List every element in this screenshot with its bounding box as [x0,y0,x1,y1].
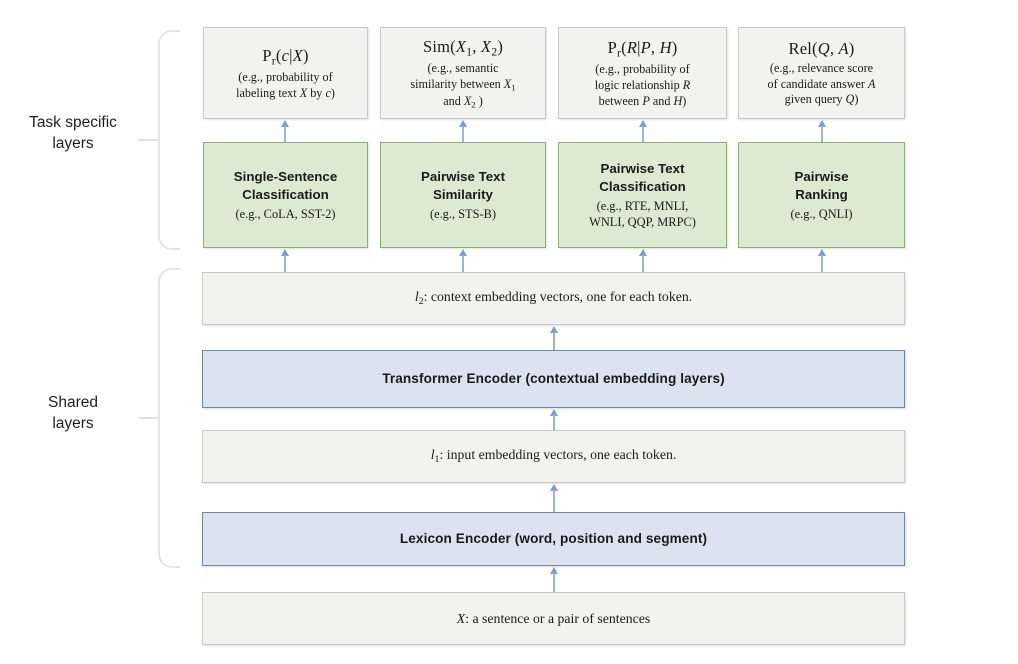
output-box-title: Rel(Q, A) [788,39,855,59]
brace-task-specific-layers [138,30,180,250]
shared-layer-transformer-encoder: Transformer Encoder (contextual embeddin… [202,350,905,408]
shared-layer-label: Lexicon Encoder (word, position and segm… [399,531,708,547]
side-label-shared-layers: Shared layers [8,393,138,435]
arrow-up-l2-to-task-1 [279,249,291,272]
task-box-subtitle: (e.g., CoLA, SST-2) [235,206,336,221]
task-box-subtitle: (e.g., QNLI) [790,206,853,221]
arrow-head-icon [281,120,289,127]
shared-layer-label: l1: input embedding vectors, one each to… [431,446,677,467]
brace-nib [138,417,160,419]
shared-layer-lexicon-encoder: Lexicon Encoder (word, position and segm… [202,512,905,566]
task-box-subtitle: (e.g., STS-B) [429,206,497,221]
arrow-up-lexicon-to-l1 [548,484,560,512]
shared-layer-label: l2: context embedding vectors, one for e… [415,288,692,309]
arrow-up-task-to-output-1 [279,120,291,142]
arrow-up-task-to-output-3 [637,120,649,142]
arrow-shaft [821,255,823,272]
output-box-title: Pr(R|P, H) [607,37,678,60]
shared-layer-label-text: : context embedding vectors, one for eac… [423,289,693,305]
arrow-up-task-to-output-4 [816,120,828,142]
brace-bar [158,30,180,250]
input-box-label: X: a sentence or a pair of sentences [457,610,650,628]
arrow-shaft [553,415,555,430]
symbol-l1-subscript: 1 [434,454,440,466]
arrow-head-icon [459,249,467,256]
output-box-title: Pr(c|X) [262,45,309,67]
arrow-shaft [553,573,555,592]
shared-layer-l1-input-embeddings: l1: input embedding vectors, one each to… [202,430,905,483]
arrow-shaft [553,332,555,350]
arrow-shaft [462,126,464,142]
arrow-head-icon [639,120,647,127]
arrow-up-l2-to-task-2 [457,249,469,272]
arrow-head-icon [281,249,289,256]
symbol-l2: l [414,289,419,305]
input-box-label-text: : a sentence or a pair of sentences [465,610,651,626]
arrow-up-transformer-to-l2 [548,326,560,350]
arrow-head-icon [550,484,558,491]
side-label-task-specific-layers: Task specific layers [8,113,138,155]
arrow-shaft [553,490,555,512]
arrow-head-icon [550,326,558,333]
arrow-shaft [462,255,464,272]
shared-layer-l2-context-embeddings: l2: context embedding vectors, one for e… [202,272,905,325]
arrow-head-icon [818,249,826,256]
side-label-line2: layers [52,414,94,432]
arrow-up-l2-to-task-3 [637,249,649,272]
arrow-up-l2-to-task-4 [816,249,828,272]
task-box-subtitle: (e.g., RTE, MNLI,WNLI, QQP, MRPC) [589,198,696,229]
symbol-x: X [456,610,466,626]
arrow-shaft [642,255,644,272]
arrow-head-icon [639,249,647,256]
arrow-shaft [284,126,286,142]
side-label-line1: Task specific [29,114,117,131]
arrow-head-icon [818,120,826,127]
symbol-l1: l [430,447,435,463]
arrow-shaft [821,126,823,142]
brace-bar [158,268,180,568]
arrow-shaft [284,255,286,272]
arrow-up-input-to-lexicon [548,567,560,592]
arrow-up-l1-to-transformer [548,409,560,430]
side-label-line2: layers [52,134,94,152]
shared-layer-label: Transformer Encoder (contextual embeddin… [382,371,725,387]
brace-shared-layers [138,268,180,568]
arrow-up-task-to-output-2 [457,120,469,142]
shared-layer-label-text: : input embedding vectors, one each toke… [439,447,677,463]
arrow-head-icon [459,120,467,127]
arrow-shaft [642,126,644,142]
side-label-line1: Shared [48,394,98,411]
arrow-head-icon [550,409,558,416]
output-box-title: Sim(X1, X2) [422,36,504,59]
brace-nib [138,139,160,141]
symbol-l2-subscript: 2 [418,296,424,308]
input-box-sentence: X: a sentence or a pair of sentences [202,592,905,645]
arrow-head-icon [550,567,558,574]
